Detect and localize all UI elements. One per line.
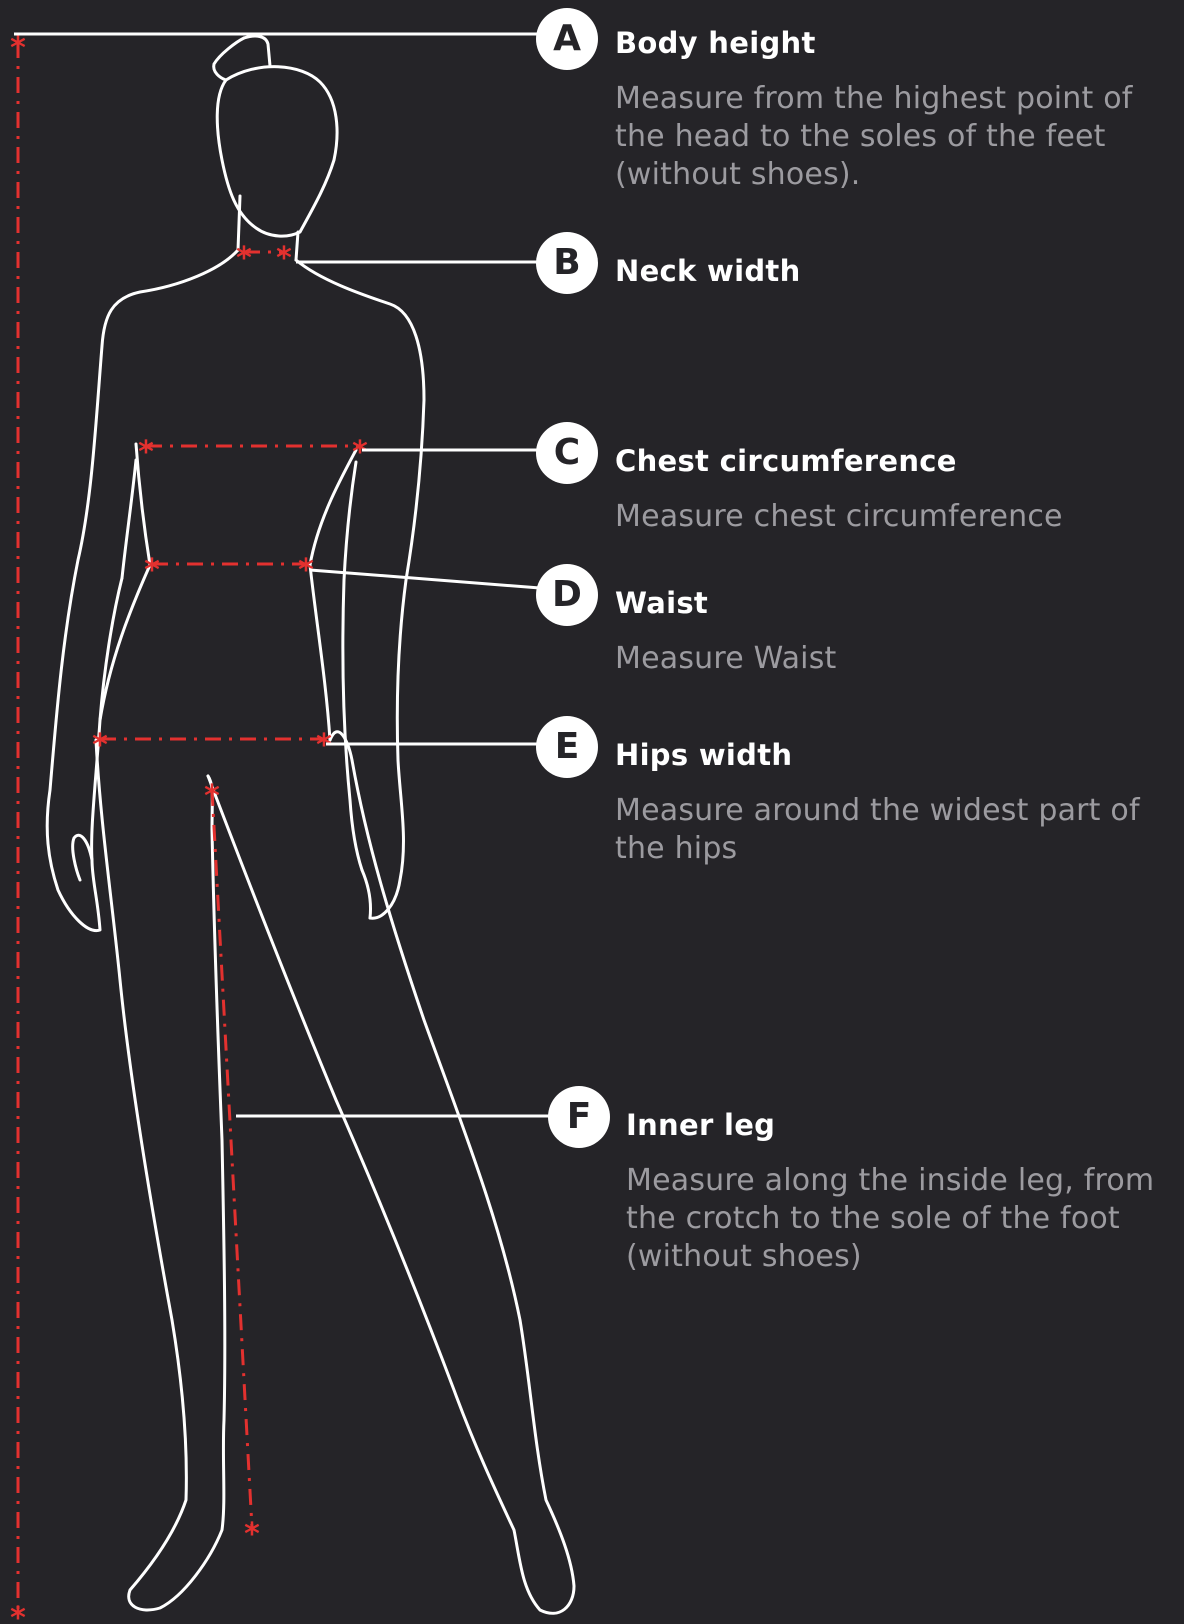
title-waist: Waist: [615, 586, 708, 620]
title-neck-width: Neck width: [615, 254, 801, 288]
asterisk-marker: *: [244, 1517, 260, 1552]
desc-waist: Measure Waist: [615, 640, 1175, 678]
measurement-markers: * * * * * * * * * * * *: [10, 31, 368, 1624]
asterisk-marker: *: [276, 241, 292, 276]
asterisk-marker: *: [204, 779, 220, 814]
leader-lines: [14, 34, 552, 1116]
asterisk-marker: *: [352, 435, 368, 470]
inner-leg-measure-line: [212, 790, 252, 1528]
badge-a: A: [536, 8, 598, 70]
measurement-lines: [18, 42, 360, 1614]
desc-hips-width: Measure around the widest part of the hi…: [615, 792, 1175, 868]
badge-f: F: [548, 1086, 610, 1148]
badge-d: D: [536, 564, 598, 626]
desc-chest-circumference: Measure chest circumference: [615, 498, 1175, 536]
badge-b: B: [536, 232, 598, 294]
asterisk-marker: *: [10, 31, 26, 66]
asterisk-marker: *: [138, 435, 154, 470]
title-body-height: Body height: [615, 26, 816, 60]
badge-c: C: [536, 422, 598, 484]
title-inner-leg: Inner leg: [626, 1108, 775, 1142]
desc-inner-leg: Measure along the inside leg, from the c…: [626, 1162, 1184, 1276]
desc-body-height: Measure from the highest point of the he…: [615, 80, 1175, 194]
body-silhouette: [47, 36, 574, 1613]
asterisk-marker: *: [92, 728, 108, 763]
asterisk-marker: *: [236, 241, 252, 276]
badge-e: E: [536, 716, 598, 778]
title-hips-width: Hips width: [615, 738, 792, 772]
asterisk-marker: *: [144, 553, 160, 588]
title-chest-circumference: Chest circumference: [615, 444, 957, 478]
asterisk-marker: *: [10, 1601, 26, 1624]
